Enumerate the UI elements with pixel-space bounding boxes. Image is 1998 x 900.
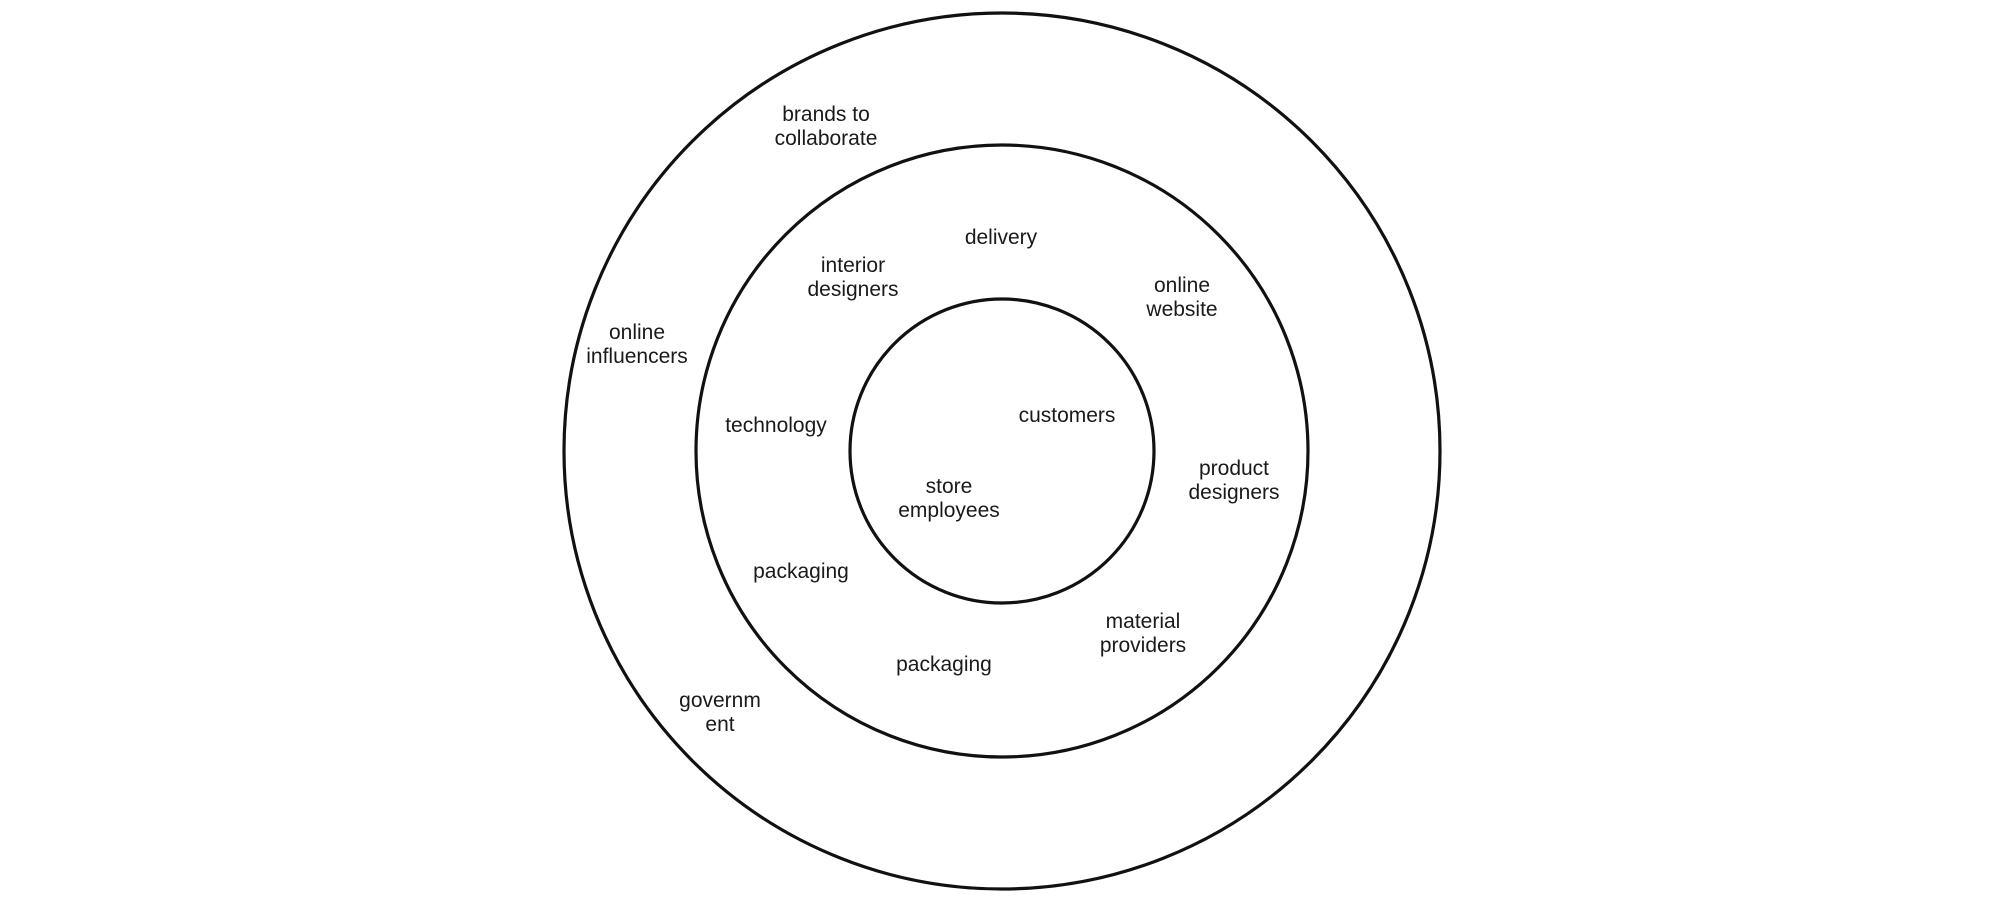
label-line: packaging [753,560,849,583]
label-line: online [608,321,666,344]
label-line: technology [725,414,827,437]
label-line: designers [1188,481,1280,504]
label-material-providers: material providers [1100,610,1186,658]
label-technology: technology [725,414,827,438]
label-line: collaborate [774,127,878,150]
label-line: brands to [782,103,870,126]
label-online-website: online website [1146,274,1217,322]
label-line: interior [820,254,886,277]
label-line: delivery [964,226,1038,249]
label-line: influencers [586,345,688,368]
label-government: governm ent [679,689,761,737]
label-line: packaging [896,653,992,676]
label-customers: customers [1019,404,1116,428]
label-line: product [1198,457,1270,480]
label-packaging-left: packaging [753,560,849,584]
label-online-influencers: online influencers [586,321,688,369]
label-line: ent [705,713,735,736]
label-line: website [1146,298,1218,321]
label-store-employees: store employees [898,475,1000,523]
inner-ring [848,297,1156,605]
label-delivery: delivery [965,226,1037,250]
label-line: employees [898,499,1000,522]
label-line: governm [679,689,761,712]
middle-ring [694,143,1310,759]
label-line: designers [807,278,899,301]
label-line: store [925,475,973,498]
label-product-designers: product designers [1188,457,1279,505]
label-brands-to-collaborate: brands to collaborate [775,103,878,151]
label-packaging-bottom: packaging [896,653,992,677]
outer-ring [562,11,1442,891]
label-line: customers [1018,404,1116,427]
label-line: online [1153,274,1211,297]
label-line: providers [1099,634,1187,657]
label-interior-designers: interior designers [807,254,898,302]
label-line: material [1105,610,1181,633]
